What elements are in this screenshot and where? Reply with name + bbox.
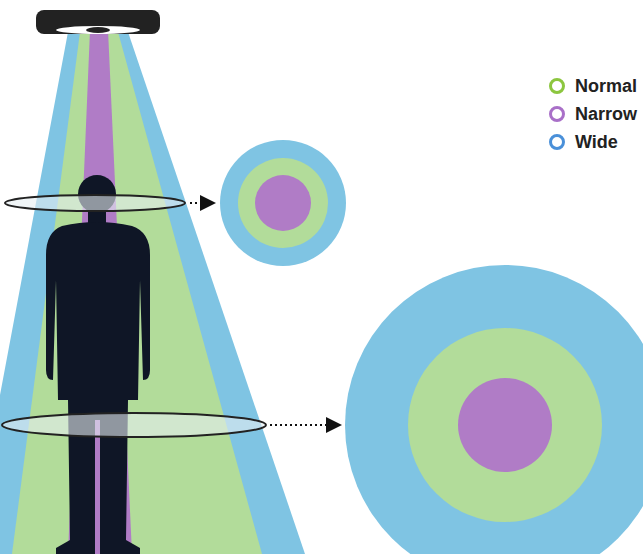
legend-swatch xyxy=(549,134,565,150)
normal-beam xyxy=(12,32,262,554)
narrow-area xyxy=(458,378,552,472)
legend-label: Normal xyxy=(575,76,637,97)
person-silhouette xyxy=(46,175,150,554)
sensor-eye xyxy=(86,27,110,33)
narrow-area xyxy=(255,175,311,231)
normal-area xyxy=(408,328,602,522)
legend-item: Narrow xyxy=(549,100,637,128)
wide-beam xyxy=(0,32,305,554)
legend: NormalNarrowWide xyxy=(549,72,637,156)
legend-item: Normal xyxy=(549,72,637,100)
legend-swatch xyxy=(549,106,565,122)
normal-area xyxy=(238,158,328,248)
wide-area xyxy=(345,265,643,554)
legend-swatch xyxy=(549,78,565,94)
lower-plane xyxy=(2,413,266,437)
legend-item: Wide xyxy=(549,128,637,156)
legend-label: Narrow xyxy=(575,104,637,125)
legend-label: Wide xyxy=(575,132,618,153)
sensor-lens xyxy=(56,26,140,34)
wide-area xyxy=(220,140,346,266)
ceiling-sensor xyxy=(36,10,160,34)
dotted-arrow xyxy=(270,424,340,426)
dotted-arrow xyxy=(190,202,214,204)
upper-plane xyxy=(5,195,185,211)
